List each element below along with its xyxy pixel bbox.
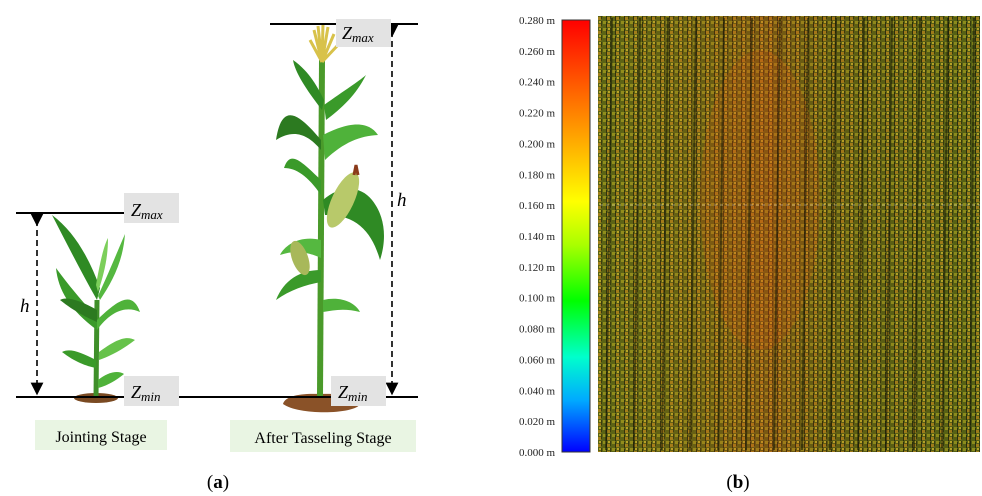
panel-b: 0.280 m 0.260 m 0.240 m 0.220 m 0.200 m 0.180… — [519, 15, 980, 493]
colorbar-tick-label: 0.220 m — [519, 108, 556, 120]
zmin-label-jointing: Zmin — [131, 382, 161, 404]
zmax-box-jointing — [124, 193, 179, 223]
zmax-box-tasseling — [336, 19, 391, 47]
stage-label-tasseling: After Tasseling Stage — [254, 430, 391, 447]
colorbar-tick-label: 0.260 m — [519, 46, 556, 58]
stage-label-jointing: Jointing Stage — [55, 429, 146, 446]
colorbar-tick-label: 0.020 m — [519, 416, 556, 428]
colorbar-tick-label: 0.240 m — [519, 77, 556, 89]
panel-a: h h Zmax Zmax Zmin Zmin Jointing Stage A… — [16, 19, 418, 493]
colorbar-tick-label: 0.160 m — [519, 200, 556, 212]
zmin-label-tasseling: Zmin — [338, 382, 368, 404]
colorbar-tick-label: 0.180 m — [519, 169, 556, 181]
colorbar-tick-label: 0.200 m — [519, 138, 556, 150]
caption-b: (b) — [726, 472, 749, 493]
maize-plant-tasseling-icon — [276, 23, 384, 413]
zmin-box-jointing — [124, 376, 179, 406]
height-label-jointing: h — [20, 296, 30, 317]
colorbar-ticks: 0.280 m 0.260 m 0.240 m 0.220 m 0.200 m 0.180… — [519, 15, 556, 459]
colorbar-tick-label: 0.040 m — [519, 385, 556, 397]
colorbar-tick-label: 0.000 m — [519, 447, 556, 459]
colorbar-tick-label: 0.060 m — [519, 354, 556, 366]
colorbar-tick-label: 0.120 m — [519, 262, 556, 274]
stage-box-jointing — [35, 420, 167, 450]
colorbar — [561, 19, 591, 453]
zmax-label-jointing: Zmax — [131, 200, 163, 222]
zmin-box-tasseling — [331, 376, 386, 406]
maize-plant-jointing-icon — [52, 215, 140, 403]
height-label-tasseling: h — [397, 190, 407, 211]
zmax-label-tasseling: Zmax — [342, 23, 374, 45]
colorbar-tick-label: 0.140 m — [519, 231, 556, 243]
colorbar-tick-label: 0.280 m — [519, 15, 556, 27]
colorbar-tick-label: 0.100 m — [519, 293, 556, 305]
point-cloud-map — [598, 16, 980, 452]
colorbar-tick-label: 0.080 m — [519, 324, 556, 336]
caption-a: (a) — [207, 472, 229, 493]
stage-box-tasseling — [230, 420, 416, 452]
